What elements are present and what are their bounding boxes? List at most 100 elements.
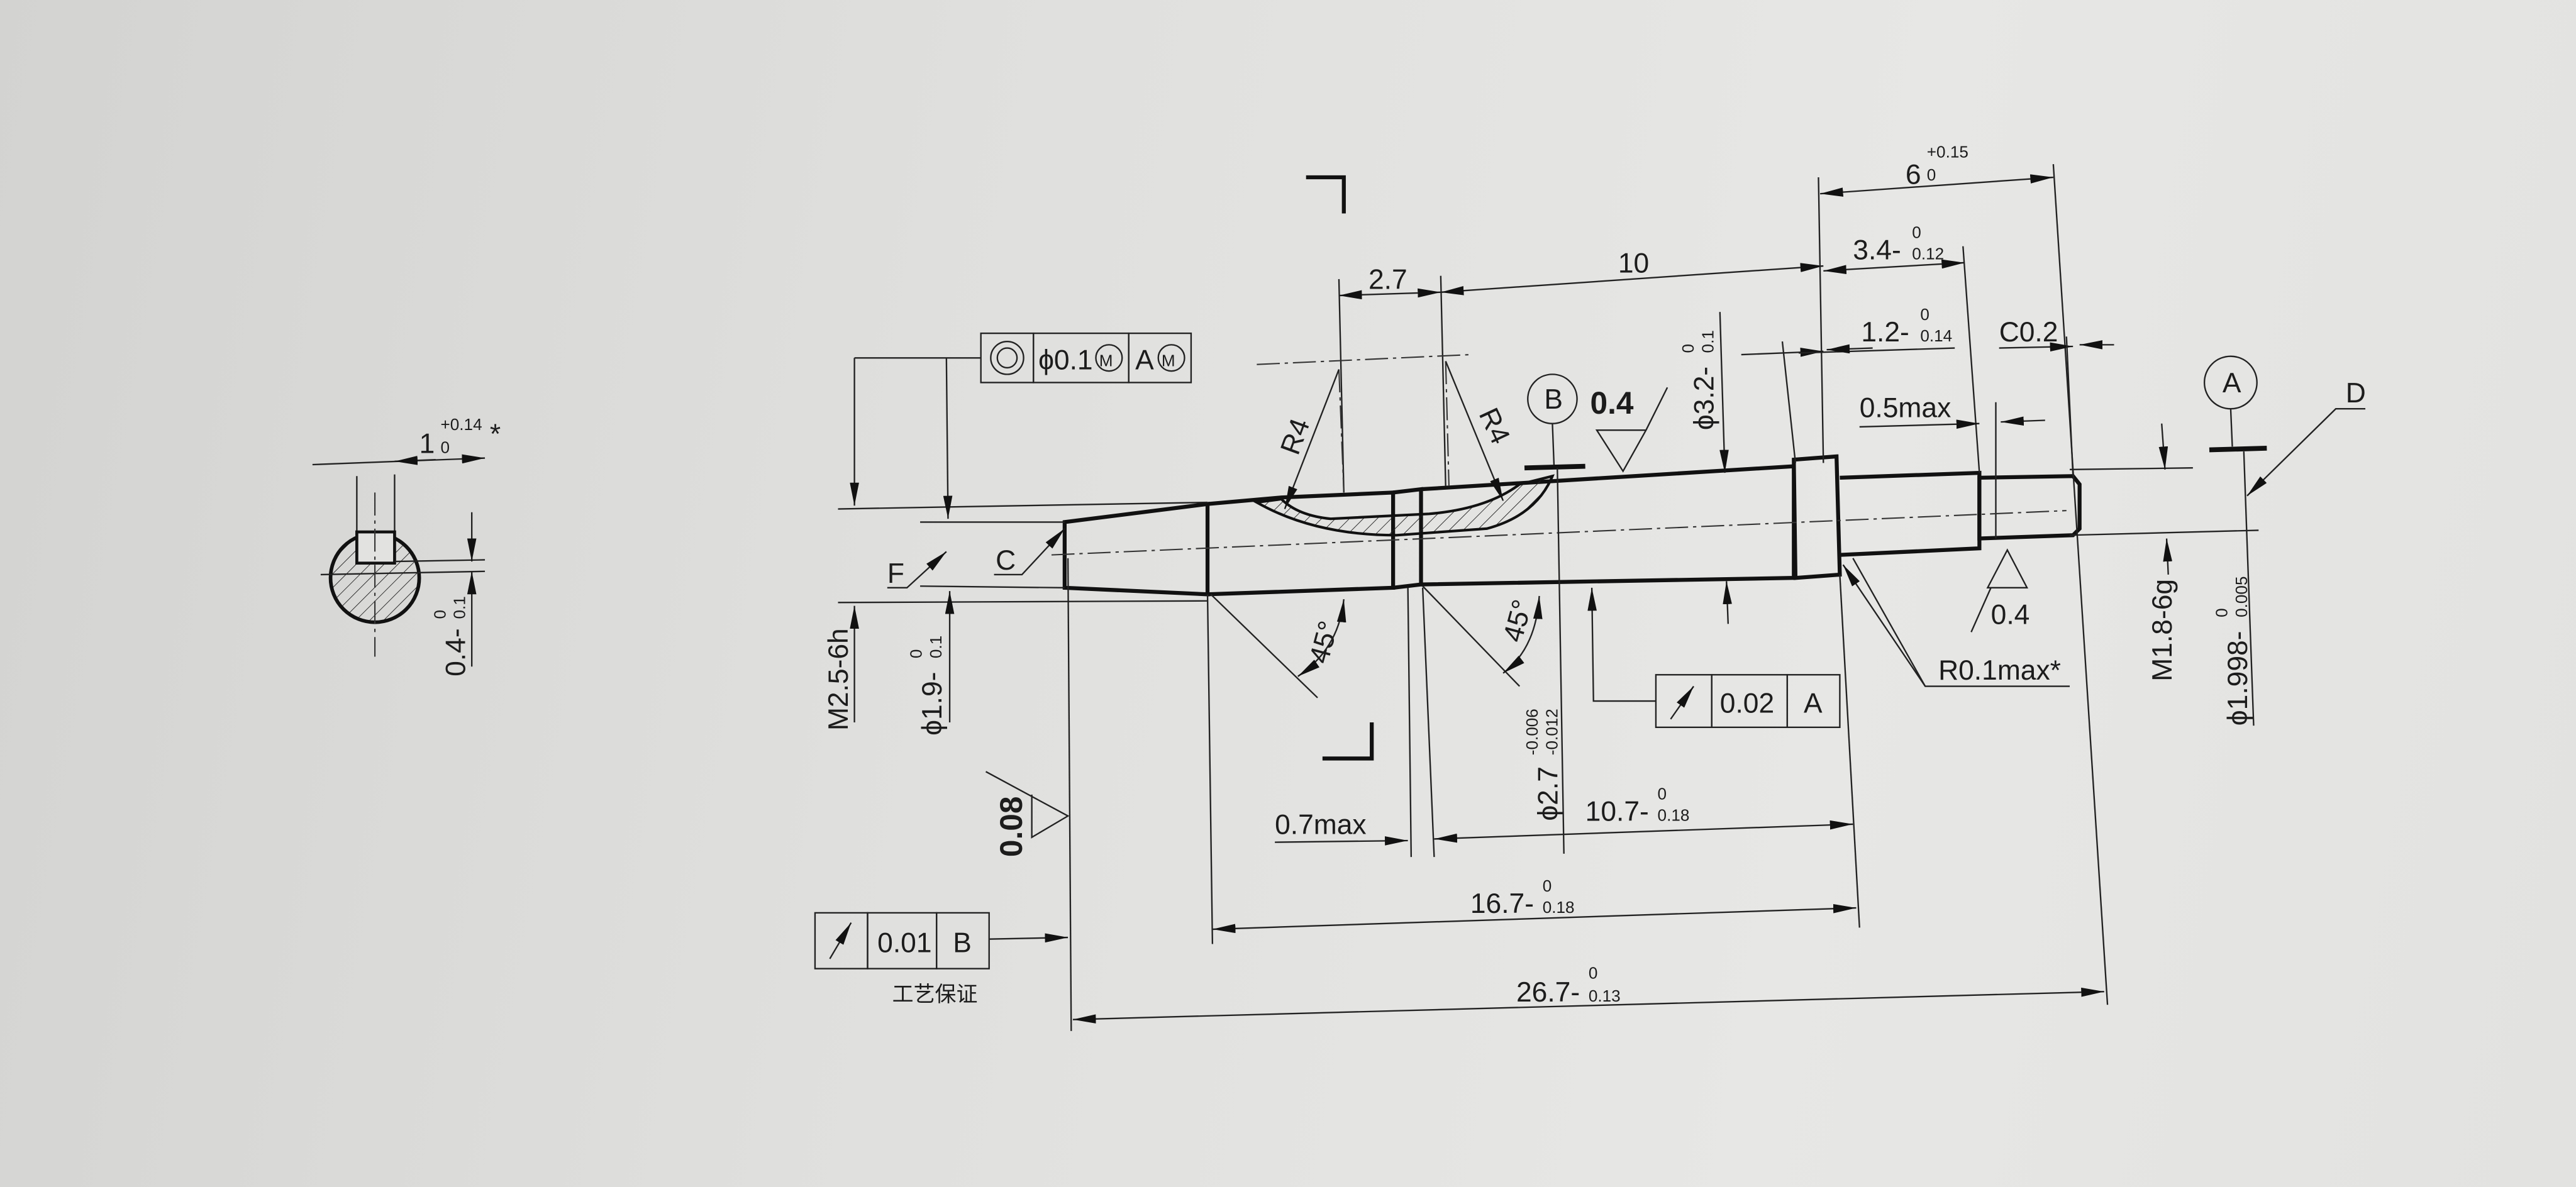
shaft-section-1 bbox=[1207, 490, 1396, 597]
section-marker-top bbox=[1306, 175, 1346, 214]
dim-upper-tol: 0 bbox=[907, 649, 926, 659]
chamfer-label: C0.2 bbox=[1999, 317, 2058, 348]
angle-45-left: 45° bbox=[1304, 618, 1345, 667]
dim-1-2-line bbox=[1799, 347, 1955, 354]
dim-upper-tol: 0 bbox=[1543, 876, 1552, 895]
leader-d: D bbox=[2246, 378, 2366, 497]
dim-lower-tol: 0.14 bbox=[1920, 326, 1952, 345]
diameter-label-left: ϕ1.9- 0 0.1 bbox=[907, 636, 948, 736]
dim-10-7-line bbox=[1434, 820, 1853, 843]
datum-a-label: A bbox=[2223, 368, 2241, 399]
fcf-concentricity: ϕ0.1 M A M bbox=[980, 332, 1192, 384]
roughness-left: 0.08 bbox=[994, 797, 1029, 858]
dim-lower-tol: 0.13 bbox=[1589, 986, 1621, 1005]
dim-arrow bbox=[2163, 538, 2173, 575]
dim-nominal: 10.7- bbox=[1585, 797, 1649, 827]
fcf-datum-modifier: M bbox=[1162, 351, 1175, 370]
dim-2-7: 2.7 bbox=[1368, 265, 1407, 295]
dim-nominal: 6 bbox=[1906, 159, 1921, 190]
concentricity-icon bbox=[990, 340, 1024, 375]
dim-upper-tol: -0.006 bbox=[1523, 709, 1541, 755]
center-line bbox=[320, 570, 486, 576]
dim-16-7: 16.7- 0 0.18 bbox=[1470, 876, 1575, 919]
dim-nominal: 16.7- bbox=[1470, 888, 1534, 919]
mmc-modifier-icon bbox=[1095, 344, 1123, 372]
datum-b: B bbox=[1524, 373, 1585, 854]
dim-nominal: ϕ1.9- bbox=[917, 672, 948, 736]
fcf-tolerance: ϕ0.1 bbox=[1038, 345, 1093, 376]
shaft-outline bbox=[838, 454, 2082, 604]
leader-f bbox=[887, 551, 947, 589]
dia-1-998: ϕ1.998- 0 0.005 bbox=[2212, 577, 2253, 726]
thread-end bbox=[1977, 474, 2082, 541]
r4-left-leader bbox=[1284, 369, 1340, 509]
dia-3-2: ϕ3.2- 0 0.1 bbox=[1679, 330, 1719, 430]
dim-26-7: 26.7- 0 0.13 bbox=[1516, 963, 1621, 1008]
fcf-datum: A bbox=[1135, 345, 1154, 376]
label-c: C bbox=[996, 545, 1016, 576]
dim-lower-tol: 0.1 bbox=[450, 596, 469, 619]
extension-line bbox=[1421, 587, 1435, 858]
dim-10: 10 bbox=[1618, 248, 1649, 279]
dia-3-2-arrow bbox=[1719, 312, 1729, 473]
dim-nominal: ϕ2.7 bbox=[1533, 766, 1563, 821]
dim-lower-tol: 0.1 bbox=[926, 636, 945, 658]
width-dim-text: 1 +0.14 0 * bbox=[419, 415, 501, 460]
dim-26-7-line bbox=[1072, 987, 2104, 1024]
label-f: F bbox=[887, 558, 904, 589]
leader-c bbox=[994, 528, 1065, 576]
chamfer-leader bbox=[1999, 342, 2074, 352]
width-dim-arrow bbox=[394, 456, 436, 465]
dim-line bbox=[2243, 451, 2255, 726]
fcf-datum: A bbox=[1804, 688, 1823, 719]
section-view: 1 +0.14 0 * 0.4- 0 0.1 bbox=[312, 415, 501, 676]
extension-line bbox=[1206, 594, 1214, 944]
dim-upper-tol: 0 bbox=[430, 610, 449, 619]
dim-upper-tol: 0 bbox=[1920, 305, 1929, 324]
extension-line bbox=[1407, 587, 1413, 858]
extension-line bbox=[1962, 246, 1980, 473]
r4-right-leader bbox=[1445, 361, 1504, 501]
dim-16-7-line bbox=[1212, 903, 1857, 934]
left-callouts: M2.5-6h ϕ1.9- 0 0.1 F C 0.08 bbox=[823, 357, 1072, 1031]
label-d: D bbox=[2346, 378, 2366, 409]
dim-arrow bbox=[2158, 423, 2168, 470]
dim-nominal: 26.7- bbox=[1516, 977, 1580, 1008]
dim-3-4-line bbox=[1823, 259, 1965, 275]
right-callouts: R0.1max* M1.8-6g ϕ1.998- 0 0.005 bbox=[1842, 423, 2259, 726]
center-line bbox=[1445, 361, 1450, 486]
angle-45-right: 45° bbox=[1497, 597, 1538, 646]
fcf-tolerance: 0.02 bbox=[1720, 688, 1774, 719]
dia-2-7: ϕ2.7 -0.006 -0.012 bbox=[1523, 709, 1563, 821]
roughness-value: 0.08 bbox=[994, 797, 1029, 858]
dim-upper-tol: +0.15 bbox=[1927, 143, 1968, 162]
dim-0-5-line bbox=[1859, 419, 1980, 429]
dim-lower-tol: 0.18 bbox=[1658, 806, 1690, 825]
dim-0-5max: 0.5max bbox=[1860, 392, 1951, 423]
extension-line bbox=[2052, 164, 2109, 1005]
roughness-top: 0.4 bbox=[1590, 385, 1668, 473]
dim-lower-tol: 0.1 bbox=[1698, 330, 1717, 353]
radius-center-line bbox=[1257, 354, 1470, 365]
angle-callouts: 45° 45° bbox=[1210, 585, 1543, 698]
extension-line bbox=[1067, 558, 1072, 1031]
dim-nominal: 0.4- bbox=[441, 628, 472, 676]
dim-6-line bbox=[1819, 174, 2053, 197]
dia-3-2-arrow bbox=[1723, 581, 1732, 624]
dim-nominal: 1 bbox=[419, 429, 435, 460]
extension-line bbox=[1818, 177, 1824, 463]
dim-upper-tol: 0 bbox=[1658, 785, 1667, 803]
roughness-value: 0.4 bbox=[1991, 599, 2030, 630]
dim-lower-tol: 0 bbox=[441, 438, 450, 457]
roughness-symbol bbox=[985, 771, 1070, 839]
dim-lower-tol: 0.18 bbox=[1543, 898, 1575, 917]
depth-dim-text: 0.4- 0 0.1 bbox=[430, 596, 471, 676]
dim-0-5-arrow bbox=[2001, 416, 2045, 426]
dim-lower-tol: 0.12 bbox=[1912, 245, 1944, 263]
fcf-runout-b: 0.01 B 工艺保证 bbox=[814, 912, 1069, 1007]
fcf-tolerance: 0.01 bbox=[877, 928, 931, 959]
concentricity-icon-inner bbox=[996, 347, 1018, 369]
mmc-modifier-icon bbox=[1157, 344, 1185, 372]
groove bbox=[1392, 487, 1423, 590]
